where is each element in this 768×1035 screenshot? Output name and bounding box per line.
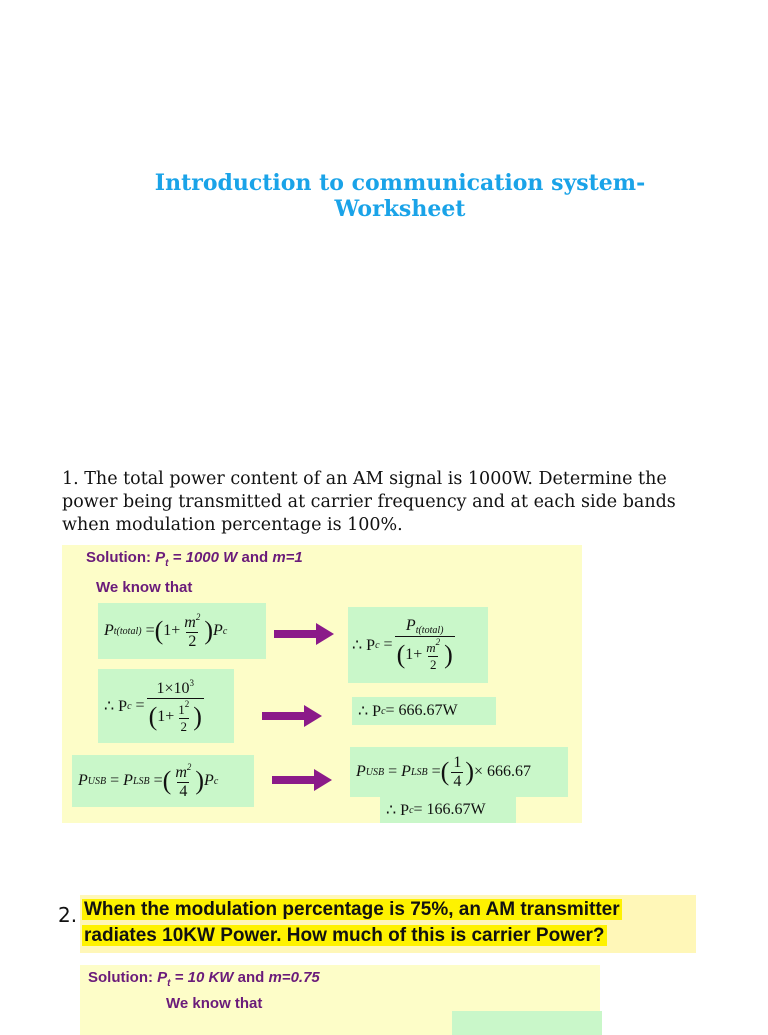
arrow-right-icon bbox=[262, 705, 322, 727]
page-title: Introduction to communication system- Wo… bbox=[0, 170, 768, 222]
solution-label: Solution: bbox=[86, 549, 151, 566]
solution-2-panel: Solution: Pt = 10 KW and m=0.75 We know … bbox=[80, 965, 602, 1035]
question-1-text: 1. The total power content of an AM sign… bbox=[62, 469, 676, 535]
solution-1-panel: Solution: Pt = 1000 W and m=1 We know th… bbox=[62, 545, 582, 823]
arrow-right-icon bbox=[272, 769, 332, 791]
question-2-number: 2. bbox=[58, 903, 78, 927]
question-2-panel: When the modulation percentage is 75%, a… bbox=[80, 895, 696, 953]
solution-2-given: Solution: Pt = 10 KW and m=0.75 bbox=[88, 969, 320, 989]
solution-1-given: Solution: Pt = 1000 W and m=1 bbox=[86, 549, 303, 569]
question-2-line-1: When the modulation percentage is 75%, a… bbox=[82, 899, 622, 920]
question-2-line-2: radiates 10KW Power. How much of this is… bbox=[82, 925, 607, 946]
solution-1-we-know: We know that bbox=[96, 579, 193, 596]
arrow-right-icon bbox=[274, 623, 334, 645]
equation-partial bbox=[452, 1011, 602, 1035]
solution-2-we-know: We know that bbox=[166, 995, 263, 1012]
title-line-2: Worksheet bbox=[334, 196, 466, 222]
title-line-1: Introduction to communication system- bbox=[154, 170, 646, 196]
solution-label: Solution: bbox=[88, 969, 153, 986]
